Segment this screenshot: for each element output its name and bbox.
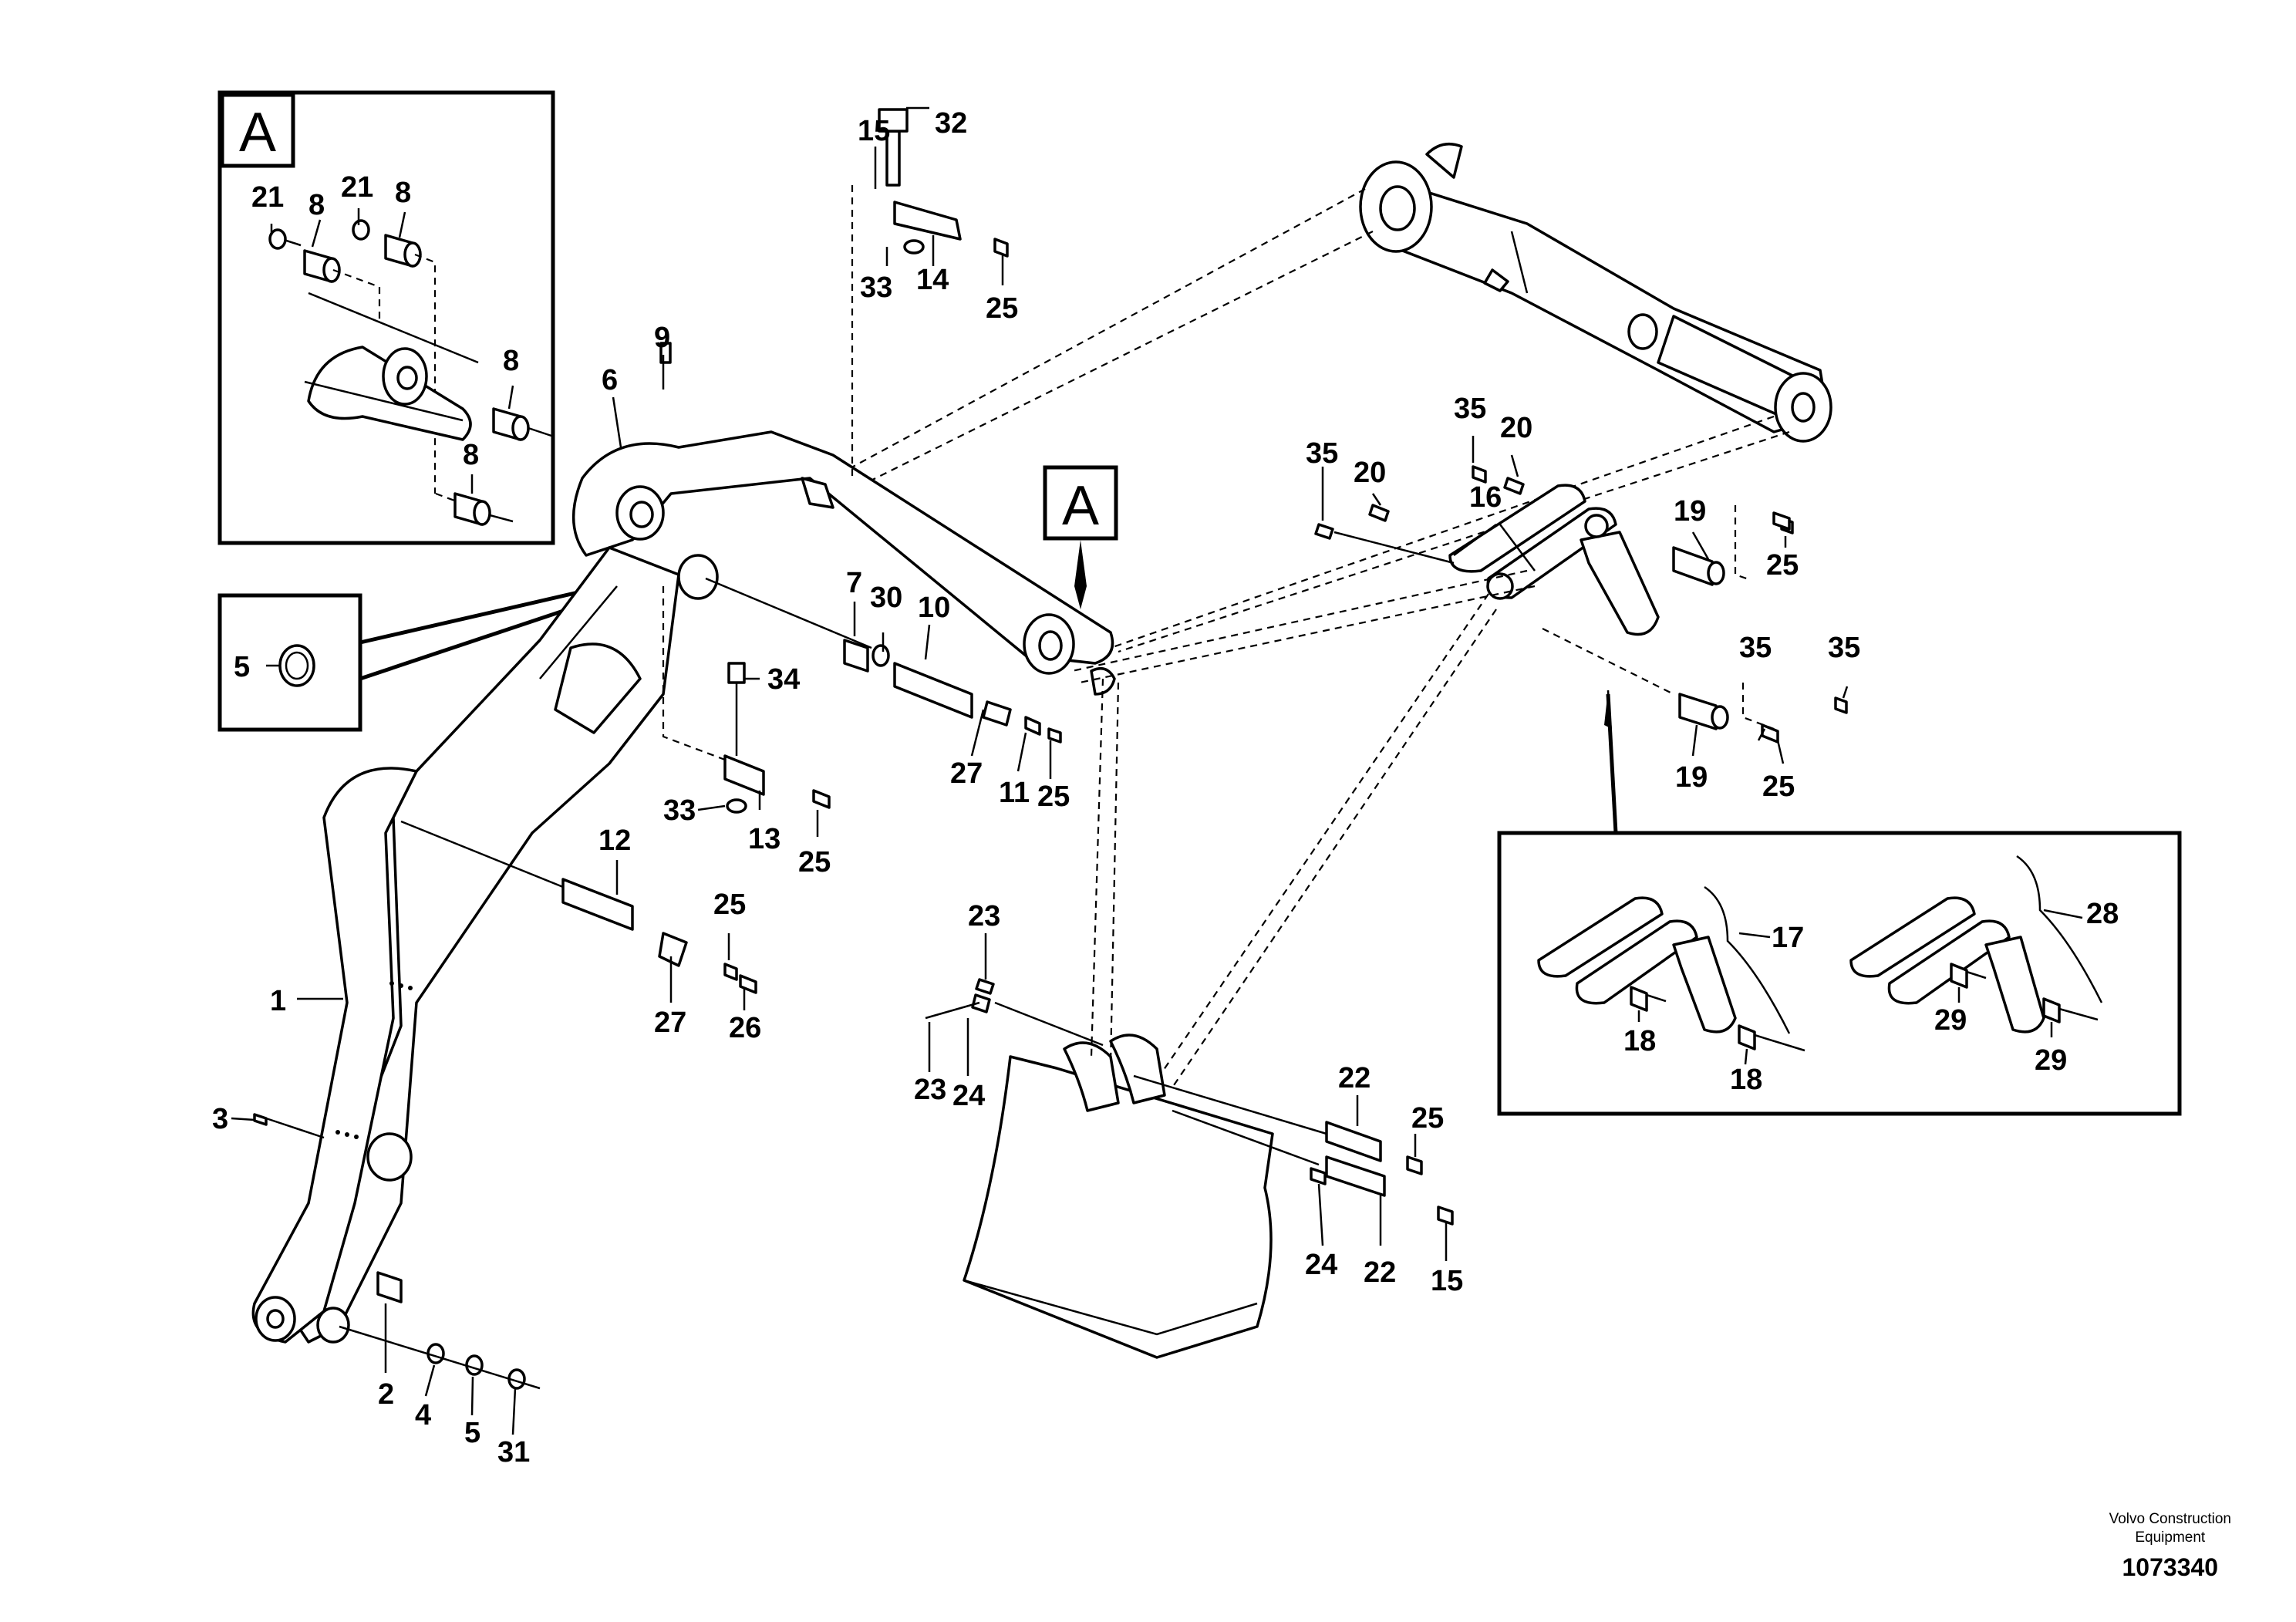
label-30: 30 bbox=[870, 582, 902, 614]
label-25: 25 bbox=[798, 846, 831, 878]
label-24: 24 bbox=[1305, 1249, 1337, 1281]
label-28: 28 bbox=[2086, 898, 2119, 930]
label-20: 20 bbox=[1500, 412, 1532, 444]
hydraulic-cylinder bbox=[1359, 142, 1832, 443]
label-29: 29 bbox=[2035, 1044, 2067, 1077]
drawing-number: 1073340 bbox=[2122, 1553, 2219, 1581]
label-14: 14 bbox=[916, 264, 949, 296]
label-18: 18 bbox=[1730, 1064, 1762, 1096]
boom-pins bbox=[400, 108, 1062, 994]
label-8: 8 bbox=[463, 439, 479, 471]
brand-line-1: Volvo Construction bbox=[2109, 1511, 2231, 1527]
label-1: 1 bbox=[270, 985, 286, 1017]
label-9: 9 bbox=[654, 322, 670, 354]
label-15: 15 bbox=[1431, 1265, 1463, 1297]
callout-a-marker: A bbox=[1043, 465, 1118, 609]
label-25: 25 bbox=[1037, 781, 1070, 813]
label-33: 33 bbox=[860, 271, 892, 304]
detail-a-letter: A bbox=[239, 102, 276, 164]
label-31: 31 bbox=[497, 1436, 530, 1469]
dipper-arm bbox=[251, 546, 680, 1344]
label-8: 8 bbox=[503, 345, 519, 377]
label-16: 16 bbox=[1469, 481, 1502, 514]
label-23: 23 bbox=[968, 900, 1000, 932]
label-35: 35 bbox=[1739, 632, 1772, 664]
label-13: 13 bbox=[748, 823, 781, 855]
label-34: 34 bbox=[767, 663, 800, 696]
label-19: 19 bbox=[1674, 495, 1706, 528]
label-22: 22 bbox=[1338, 1062, 1371, 1094]
brand-line-2: Equipment bbox=[2135, 1529, 2206, 1546]
label-6: 6 bbox=[602, 364, 618, 396]
detail-a-box: A bbox=[217, 90, 555, 545]
label-35: 35 bbox=[1306, 437, 1338, 470]
label-35: 35 bbox=[1454, 393, 1486, 425]
label-29: 29 bbox=[1934, 1004, 1967, 1037]
label-26: 26 bbox=[729, 1012, 761, 1044]
label-25: 25 bbox=[1411, 1102, 1444, 1135]
label-5: 5 bbox=[234, 651, 250, 683]
label-27: 27 bbox=[654, 1007, 686, 1039]
boom bbox=[571, 430, 1116, 696]
label-23: 23 bbox=[914, 1074, 946, 1106]
label-5: 5 bbox=[464, 1417, 480, 1449]
label-8: 8 bbox=[308, 189, 325, 221]
label-15: 15 bbox=[858, 115, 890, 147]
label-21: 21 bbox=[251, 181, 284, 214]
label-33: 33 bbox=[663, 794, 696, 827]
label-21: 21 bbox=[341, 171, 373, 204]
label-24: 24 bbox=[952, 1080, 985, 1112]
label-11: 11 bbox=[999, 777, 1030, 809]
label-12: 12 bbox=[598, 824, 631, 857]
part-labels: 32 15 33 14 25 21 8 21 8 8 8 9 6 5 7 30 … bbox=[212, 107, 2119, 1469]
dipper-pins bbox=[253, 1113, 541, 1390]
label-2: 2 bbox=[378, 1378, 394, 1411]
footer-credit: Volvo Construction Equipment 1073340 bbox=[2109, 1510, 2231, 1582]
label-25: 25 bbox=[1762, 771, 1795, 803]
label-27: 27 bbox=[950, 757, 983, 790]
bucket-linkage bbox=[1314, 465, 1848, 744]
label-25: 25 bbox=[986, 292, 1018, 325]
label-22: 22 bbox=[1364, 1256, 1396, 1289]
label-35: 35 bbox=[1828, 632, 1860, 664]
label-3: 3 bbox=[212, 1103, 228, 1135]
callout-a-letter: A bbox=[1062, 475, 1099, 537]
label-7: 7 bbox=[846, 567, 862, 599]
bucket bbox=[963, 978, 1454, 1359]
label-8: 8 bbox=[395, 177, 411, 209]
label-19: 19 bbox=[1675, 761, 1708, 794]
detail-a-bushings bbox=[268, 219, 552, 526]
label-4: 4 bbox=[415, 1399, 431, 1431]
label-10: 10 bbox=[918, 592, 950, 624]
label-17: 17 bbox=[1772, 922, 1804, 954]
linkage-variants-box bbox=[1497, 831, 2182, 1116]
leader-lines bbox=[231, 106, 2083, 1435]
label-25: 25 bbox=[713, 889, 746, 921]
label-25: 25 bbox=[1766, 549, 1799, 582]
label-18: 18 bbox=[1623, 1025, 1656, 1057]
label-20: 20 bbox=[1354, 457, 1386, 489]
label-32: 32 bbox=[935, 107, 967, 140]
